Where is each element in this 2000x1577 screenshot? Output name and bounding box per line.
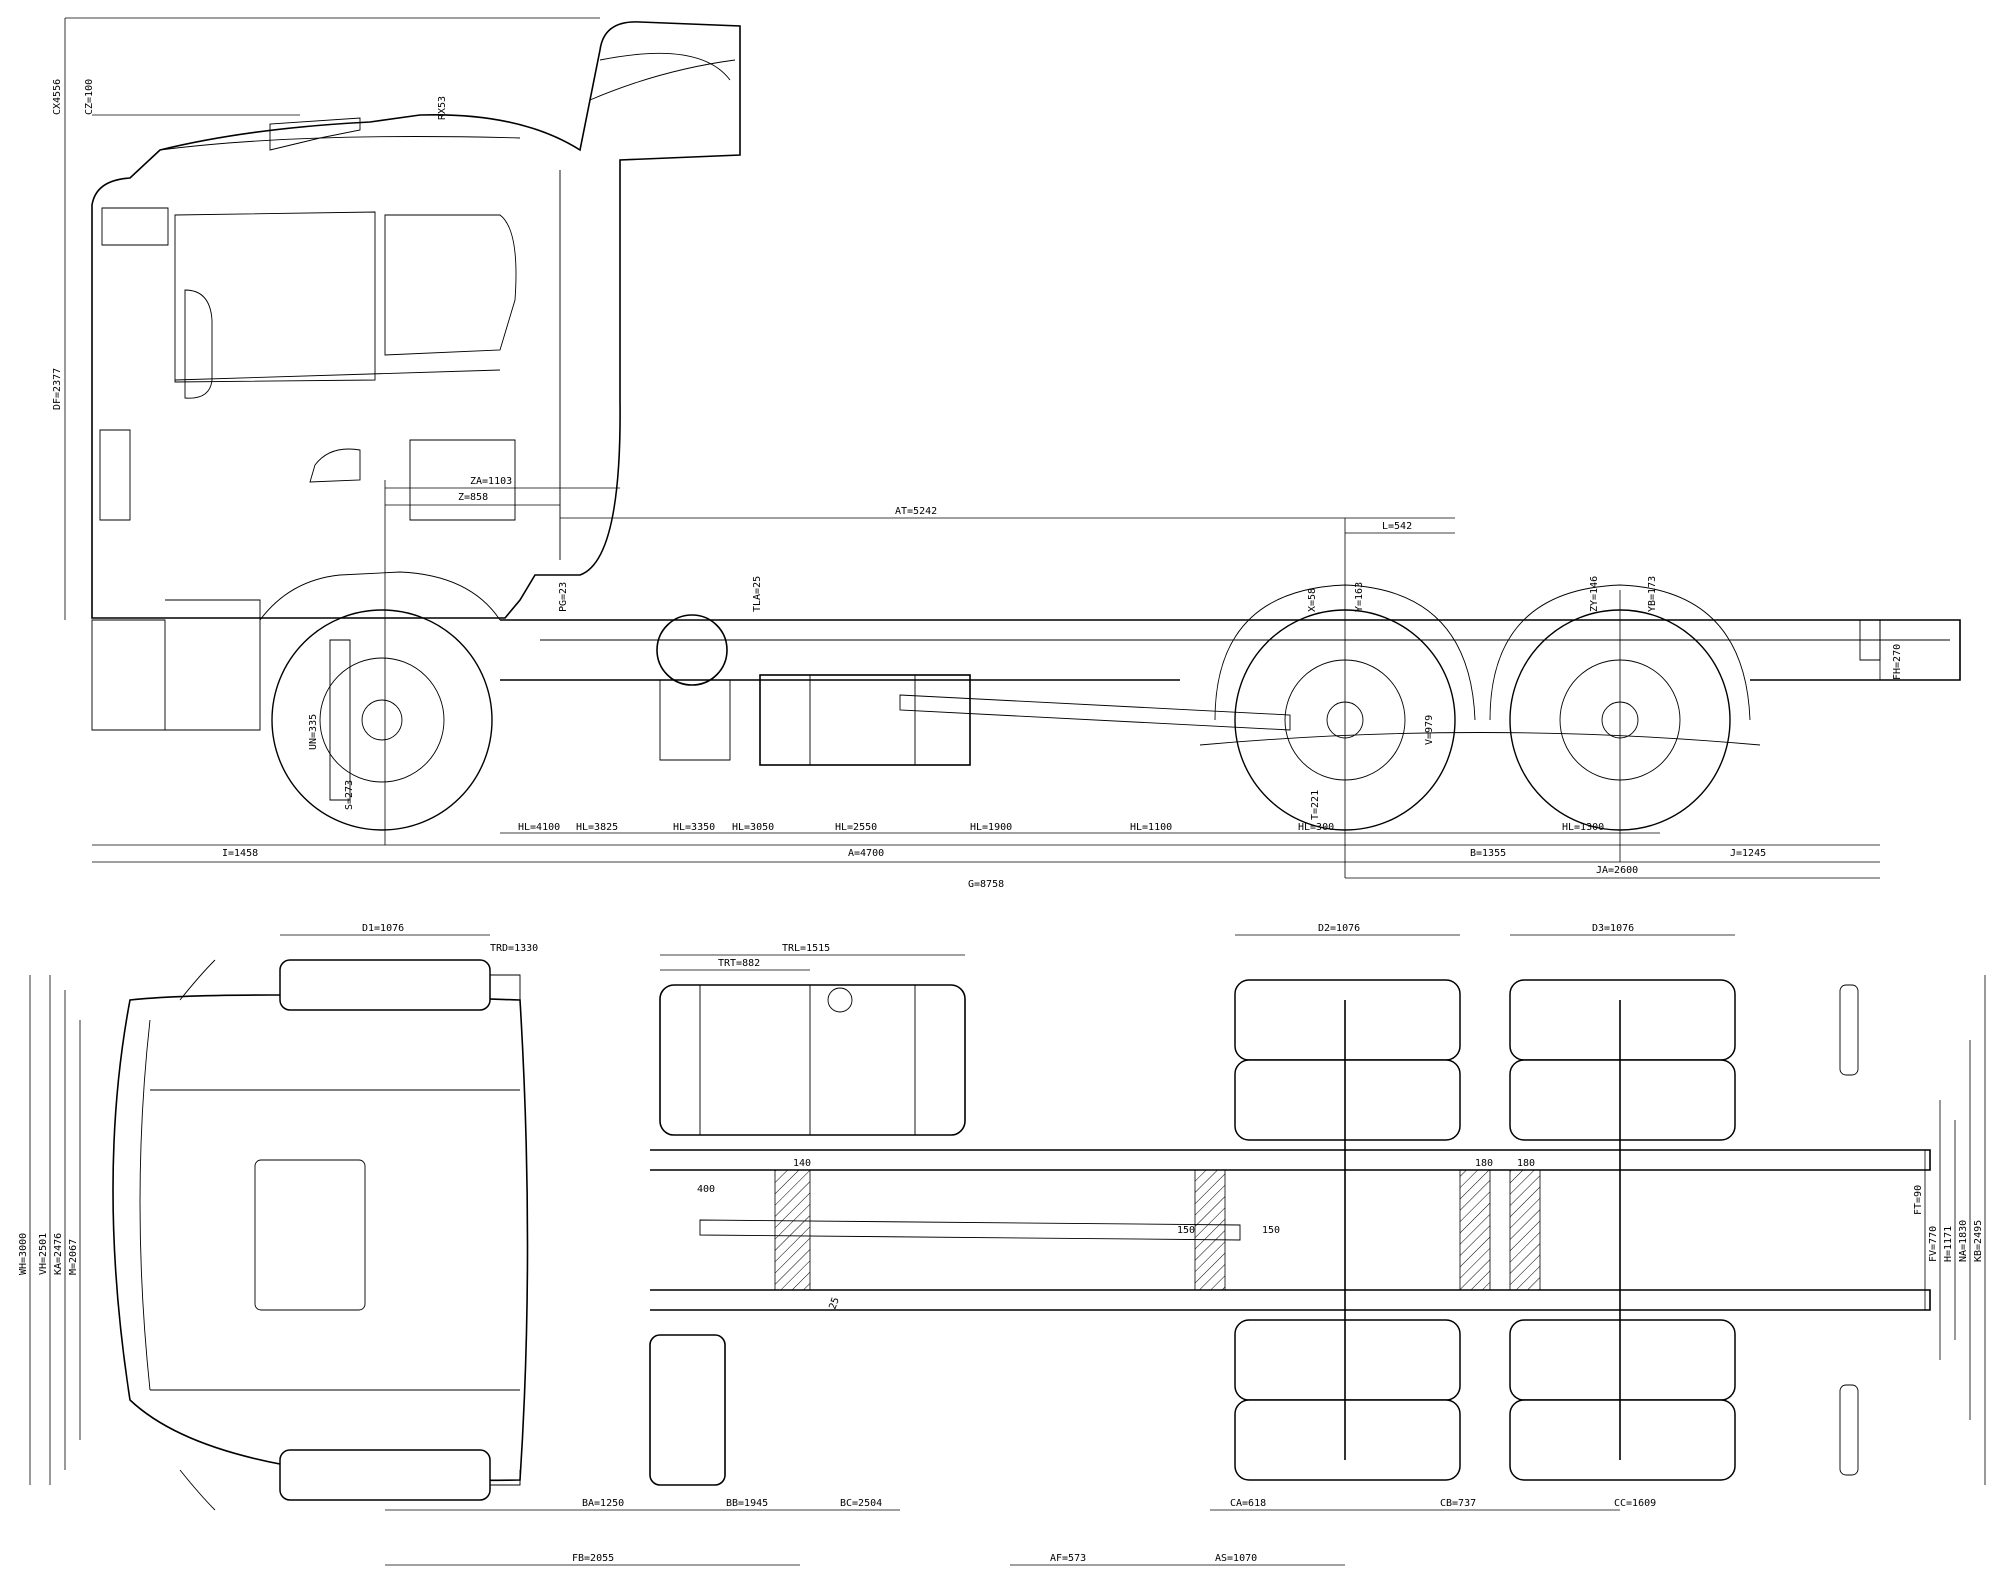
dim-hl-2550: HL=2550 [835,822,877,833]
dim-d3: D3=1076 [1592,923,1634,934]
front-wheel [271,609,493,831]
dim-bc: BC=2504 [840,1498,882,1509]
dim-m: M=2067 [68,1239,79,1275]
cab-top [112,959,529,1511]
fuel-tank-side [759,674,971,766]
dim-l: L=542 [1382,521,1412,532]
dim-hl-3350: HL=3350 [673,822,715,833]
dim-cc: CC=1609 [1614,1498,1656,1509]
chassis-frame-top [650,1149,1931,1311]
dim-fv: FV=770 [1928,1226,1939,1262]
dim-kb: KB=2495 [1973,1220,1984,1262]
dim-y: Y=163 [1354,582,1365,612]
dim-hl-4100: HL=4100 [518,822,560,833]
crossmember-rear-1 [1194,1169,1226,1291]
dim-pg: PG=23 [558,582,569,612]
dim-wh: WH=3000 [18,1233,29,1275]
dim-af: AF=573 [1050,1553,1086,1564]
dim-ca: CA=618 [1230,1498,1266,1509]
air-drum [656,614,731,761]
dim-cz: CZ=100 [84,79,95,115]
dim-z: Z=858 [458,492,488,503]
dim-g: G=8758 [968,879,1004,890]
cab-side [91,21,741,731]
dim-h: H=1171 [1943,1226,1954,1262]
dim-t: T=221 [1310,790,1321,820]
dim-ft: FT=90 [1913,1185,1924,1215]
chassis-frame-side [500,619,1961,681]
top-view: D1=1076 TRD=1330 TRL=1515 TRT=882 D2=107… [18,923,1986,1566]
dim-un: UN=335 [308,714,319,750]
dim-tla: TLA=25 [752,576,763,612]
dim-vh: VH=2501 [38,1233,49,1275]
dim-trd: TRD=1330 [490,943,538,954]
dim-150-a: 150 [1177,1225,1195,1236]
top-dimension-labels: D1=1076 TRD=1330 TRL=1515 TRT=882 D2=107… [18,923,1984,1564]
dim-x: X=58 [1307,588,1318,612]
dim-as: AS=1070 [1215,1553,1257,1564]
side-view: CX4556 CZ=100 RX53 DF=2377 ZA=1103 Z=858… [52,17,1961,890]
dim-hl-1300: HL=1300 [1562,822,1604,833]
propshaft-side [899,694,1291,731]
dim-a: A=4700 [848,848,884,859]
side-dimension-labels: CX4556 CZ=100 RX53 DF=2377 ZA=1103 Z=858… [52,79,1903,890]
dim-trt: TRT=882 [718,958,760,969]
dim-za: ZA=1103 [470,476,512,487]
dim-hl-3050: HL=3050 [732,822,774,833]
dim-rx: RX53 [437,96,448,120]
rear-light-top [1839,984,1859,1076]
dim-25: 25 [827,1296,841,1311]
dim-400: 400 [697,1184,715,1195]
dim-hl-3825: HL=3825 [576,822,618,833]
crossmember-rear-2 [1459,1169,1491,1291]
dim-v: V=979 [1424,715,1435,745]
dim-trl: TRL=1515 [782,943,830,954]
rear-tyres-top [1234,979,1736,1481]
side-dimension-lines [64,17,1881,879]
dim-i: I=1458 [222,848,258,859]
dim-at: AT=5242 [895,506,937,517]
top-dimension-lines [29,934,1986,1566]
dim-d1: D1=1076 [362,923,404,934]
dim-ja: JA=2600 [1596,865,1638,876]
dim-ka: KA=2476 [53,1233,64,1275]
dim-zy: ZY=146 [1589,576,1600,612]
front-tyre-left-top [279,959,491,1011]
crossmember-front [774,1169,811,1291]
dim-180-a: 180 [1475,1158,1493,1169]
dim-df: DF=2377 [52,368,63,410]
dim-150-b: 150 [1262,1225,1280,1236]
dim-ba: BA=1250 [582,1498,624,1509]
dim-hl-1100: HL=1100 [1130,822,1172,833]
dim-b: B=1355 [1470,848,1506,859]
dim-cx: CX4556 [52,79,63,115]
dim-fh: FH=270 [1892,644,1903,680]
propshaft-top [699,1219,1241,1241]
crossmember-rear-3 [1509,1169,1541,1291]
dim-s: S=273 [344,780,355,810]
dim-d2: D2=1076 [1318,923,1360,934]
fuel-tank-top [659,984,966,1136]
dim-yb: YB=173 [1647,576,1658,612]
dim-hl-1900: HL=1900 [970,822,1012,833]
dim-180-b: 180 [1517,1158,1535,1169]
dim-cb: CB=737 [1440,1498,1476,1509]
dim-hl-300: HL=300 [1298,822,1334,833]
rear-suspension [1199,732,1761,746]
dim-j: J=1245 [1730,848,1766,859]
dim-na: NA=1830 [1958,1220,1969,1262]
front-tyre-right-top [279,1449,491,1501]
dim-140: 140 [793,1158,811,1169]
dim-fb: FB=2055 [572,1553,614,1564]
rear-light-bottom [1839,1384,1859,1476]
dim-bb: BB=1945 [726,1498,768,1509]
air-drum-top [649,1334,726,1486]
